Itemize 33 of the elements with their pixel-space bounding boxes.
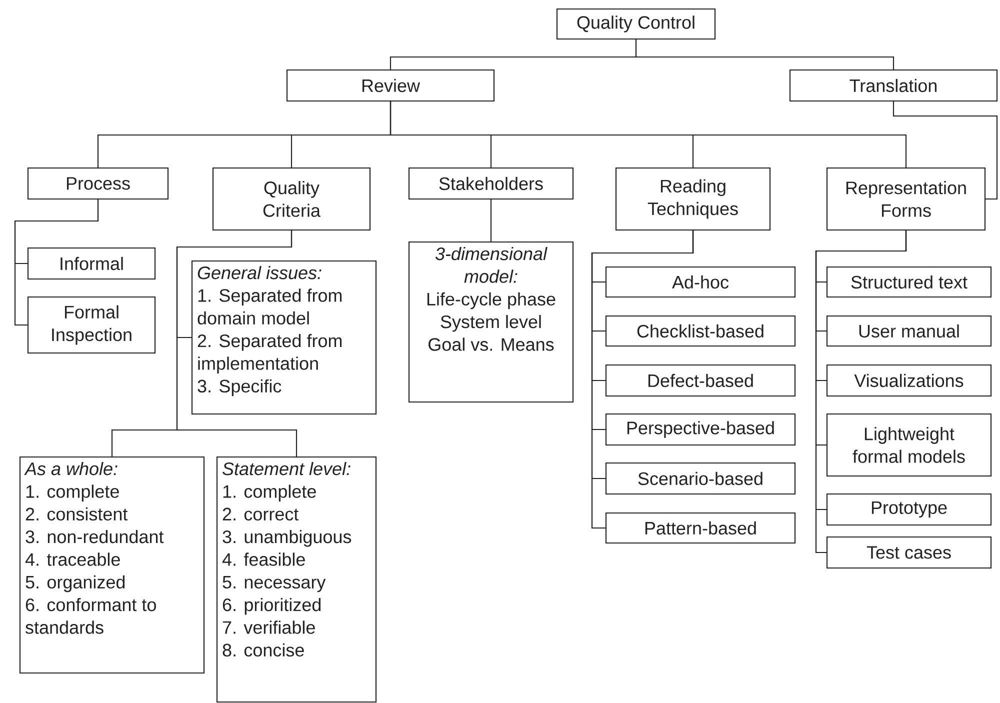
connector-line (390, 101, 907, 168)
category-box: Visualizations (826, 364, 992, 397)
connector-line (176, 230, 298, 457)
category-box: Checklist-based (605, 315, 796, 347)
category-box: Translation (789, 69, 998, 102)
category-box: Reading Techniques (615, 167, 771, 231)
list-box: Statement level: 1. complete 2. correct 3. unambiguous 4. feasible 5. necessary 6. prioritized 7. verifiable 8. concise (216, 456, 377, 703)
category-box: Pattern-based (605, 512, 796, 544)
category-box: Prototype (826, 493, 992, 526)
category-box: Scenario-based (605, 462, 796, 495)
connector-line (591, 230, 694, 529)
connector-line (635, 39, 894, 70)
connector-line (490, 199, 492, 242)
category-box: Informal (27, 247, 156, 280)
category-box: Representation Forms (826, 167, 986, 231)
category-box: Formal Inspection (27, 296, 156, 354)
category-box: Quality Criteria (212, 167, 371, 231)
category-box: Structured text (826, 266, 992, 298)
category-box: Ad-hoc (605, 266, 796, 298)
category-box: Quality Control (556, 8, 716, 40)
category-box: Stakeholders (408, 167, 574, 200)
connector-line (892, 101, 998, 200)
category-box: Defect-based (605, 364, 796, 397)
list-box: 3-dimensional model: Life-cycle phase System level Goal vs. Means (408, 241, 574, 403)
category-box: Review (286, 69, 495, 102)
category-box: Perspective-based (605, 413, 796, 446)
connector-line (14, 199, 99, 326)
category-box: User manual (826, 315, 992, 347)
list-box: General issues: 1. Separated from domain model 2. Separated from implementation 3. Specific (191, 260, 377, 415)
category-box: Process (27, 167, 169, 200)
category-box: Lightweight formal models (826, 413, 992, 477)
list-box: As a whole: 1. complete 2. consistent 3. non-redundant 4. traceable 5. organized 6. conformant to standards (19, 456, 205, 674)
category-box: Test cases (826, 536, 992, 569)
